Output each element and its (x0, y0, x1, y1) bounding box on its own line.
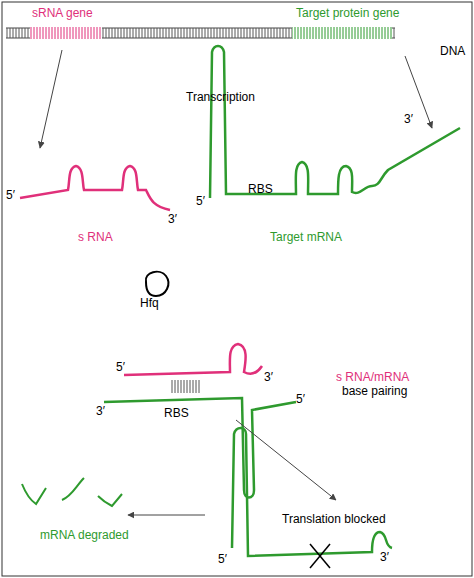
process-arrow (236, 420, 336, 500)
gene-label: Target protein gene (296, 6, 399, 20)
end-label: 5′ (196, 194, 205, 208)
site-label: RBS (248, 182, 273, 196)
outcome-label: mRNA degraded (40, 528, 129, 542)
protein-label: Hfq (140, 296, 159, 310)
end-label: 3′ (380, 550, 389, 564)
dna-strand (6, 27, 395, 39)
end-label: 5′ (116, 360, 125, 374)
site-label: RBS (164, 406, 189, 420)
molecule-label: Target mRNA (270, 230, 342, 244)
end-label: 5′ (296, 392, 305, 406)
hfq-protein (146, 272, 169, 296)
end-label: 3′ (96, 404, 105, 418)
end-label: 3′ (168, 212, 177, 226)
mrna-fragments (22, 478, 122, 506)
block-cross (310, 544, 330, 568)
srna-strand (20, 166, 170, 210)
molecule-label: s RNA (78, 230, 113, 244)
transcription-arrow (405, 56, 432, 128)
end-label: 5′ (6, 188, 15, 202)
transcription-arrow (40, 50, 62, 148)
gene-label: sRNA gene (32, 6, 93, 20)
end-label: 3′ (264, 370, 273, 384)
complex-label: base pairing (342, 384, 407, 398)
base-pair-ticks (172, 380, 199, 393)
end-label: 5′ (218, 552, 227, 566)
complex-label: s RNA/mRNA (336, 370, 409, 384)
process-arrow (128, 515, 205, 516)
strand-label: DNA (440, 44, 465, 58)
srna-strand (124, 344, 262, 375)
process-label: Transcription (186, 90, 255, 104)
target-mrna-strand (104, 398, 296, 498)
outcome-label: Translation blocked (282, 512, 386, 526)
end-label: 3′ (404, 112, 413, 126)
target-mrna-strand (210, 46, 460, 198)
target-mrna-strand (232, 428, 392, 556)
